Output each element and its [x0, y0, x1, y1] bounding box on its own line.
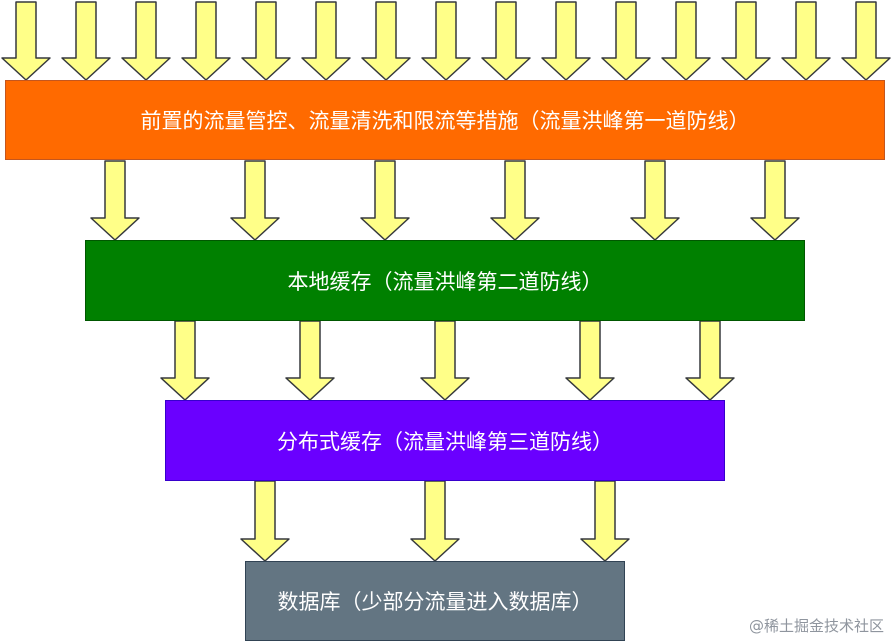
layer-traffic-control: 前置的流量管控、流量清洗和限流等措施（流量洪峰第一道防线）	[5, 80, 885, 160]
down-arrow-icon	[750, 160, 800, 241]
down-arrow-icon	[565, 320, 615, 401]
layer-local-cache-label: 本地缓存（流量洪峰第二道防线）	[287, 269, 603, 294]
down-arrow-icon	[240, 480, 290, 562]
down-arrow-icon	[121, 1, 171, 81]
down-arrow-icon	[661, 1, 711, 81]
down-arrow-icon	[181, 1, 231, 81]
down-arrow-icon	[630, 160, 680, 241]
down-arrow-icon	[61, 1, 111, 81]
layer-distributed-cache: 分布式缓存（流量洪峰第三道防线）	[165, 400, 725, 481]
watermark: @稀土掘金技术社区	[748, 617, 884, 635]
down-arrow-icon	[410, 480, 460, 562]
down-arrow-icon	[361, 1, 411, 81]
down-arrow-icon	[781, 1, 831, 81]
down-arrow-icon	[360, 160, 410, 241]
down-arrow-icon	[301, 1, 351, 81]
down-arrow-icon	[241, 1, 291, 81]
down-arrow-icon	[421, 1, 471, 81]
layer-distributed-cache-label: 分布式缓存（流量洪峰第三道防线）	[277, 429, 613, 454]
down-arrow-icon	[481, 1, 531, 81]
down-arrow-icon	[721, 1, 771, 81]
down-arrow-icon	[541, 1, 591, 81]
down-arrow-icon	[580, 480, 630, 562]
layer-traffic-control-label: 前置的流量管控、流量清洗和限流等措施（流量洪峰第一道防线）	[140, 109, 750, 133]
down-arrow-icon	[1, 1, 51, 81]
down-arrow-icon	[160, 320, 210, 401]
down-arrow-icon	[601, 1, 651, 81]
down-arrow-icon	[90, 160, 140, 241]
down-arrow-icon	[490, 160, 540, 241]
down-arrow-icon	[285, 320, 335, 401]
layer-local-cache: 本地缓存（流量洪峰第二道防线）	[85, 240, 805, 321]
layer-database: 数据库（少部分流量进入数据库）	[245, 561, 625, 641]
layer-database-label: 数据库（少部分流量进入数据库）	[277, 590, 593, 614]
down-arrow-icon	[841, 1, 891, 81]
down-arrow-icon	[685, 320, 735, 401]
down-arrow-icon	[420, 320, 470, 401]
down-arrow-icon	[230, 160, 280, 241]
